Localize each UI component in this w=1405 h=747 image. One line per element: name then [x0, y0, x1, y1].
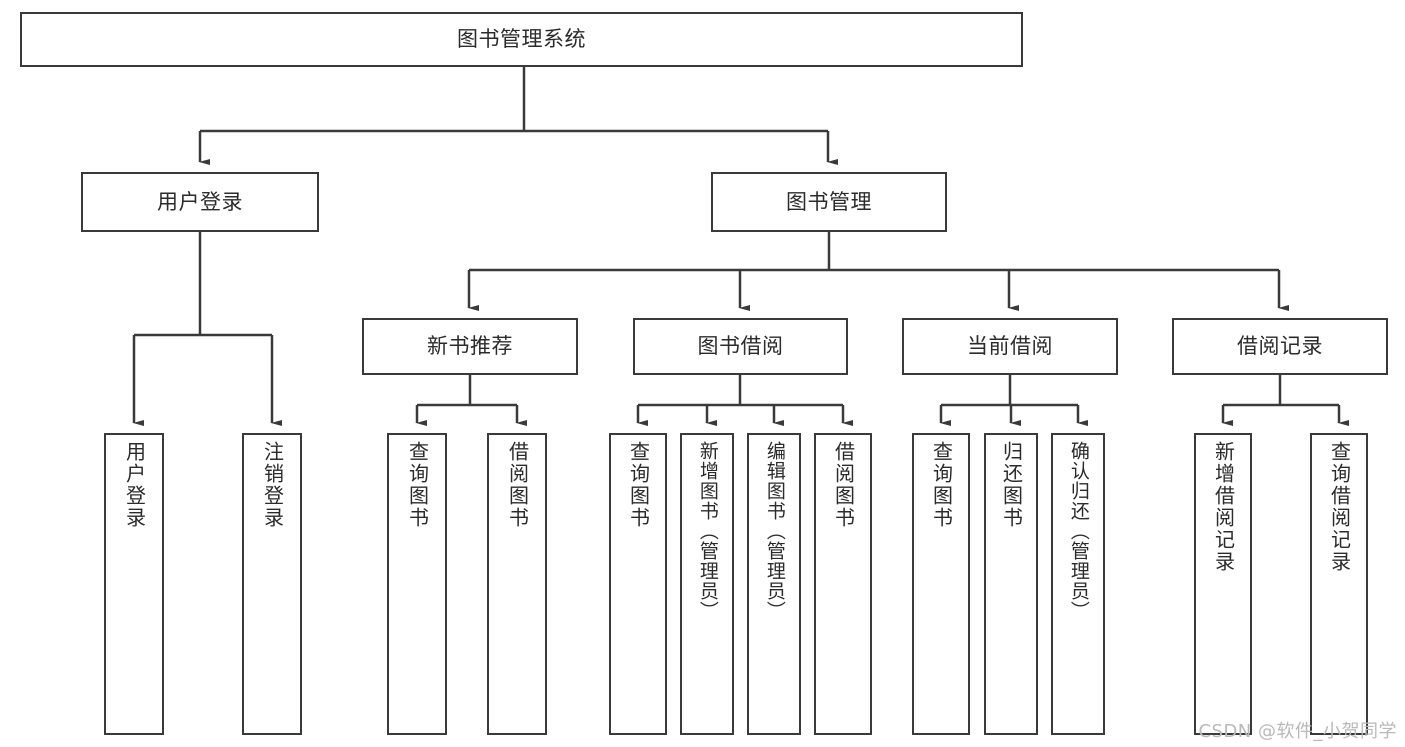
node-label: 查询借阅记录 [1327, 441, 1352, 573]
node-root-system[interactable]: 图书管理系统 [20, 12, 1023, 67]
node-label: 当前借阅 [967, 334, 1053, 359]
node-leaf-edit-book-admin[interactable]: 编辑图书（管理员） [747, 433, 801, 735]
node-leaf-confirm-return-admin[interactable]: 确认归还（管理员） [1051, 433, 1105, 735]
node-borrow-record[interactable]: 借阅记录 [1172, 318, 1388, 375]
node-label: 新增图书（管理员） [696, 441, 719, 621]
node-user-login[interactable]: 用户登录 [81, 172, 319, 232]
node-leaf-return-book[interactable]: 归还图书 [984, 433, 1038, 735]
node-label: 图书管理 [786, 189, 872, 214]
node-book-borrow[interactable]: 图书借阅 [633, 318, 848, 375]
node-leaf-user-login[interactable]: 用户登录 [104, 433, 164, 735]
node-label: 用户登录 [157, 189, 243, 214]
node-leaf-logout[interactable]: 注销登录 [242, 433, 302, 735]
node-label: 图书借阅 [697, 334, 784, 359]
node-label: 编辑图书（管理员） [763, 441, 786, 621]
node-label: 新增借阅记录 [1211, 441, 1236, 573]
node-leaf-query-borrow-record[interactable]: 查询借阅记录 [1310, 433, 1368, 735]
node-leaf-query-book-current[interactable]: 查询图书 [912, 433, 970, 735]
node-label: 借阅图书 [505, 441, 530, 529]
node-label: 注销登录 [260, 441, 285, 529]
node-label: 借阅图书 [831, 441, 856, 529]
node-leaf-borrow-book-recommend[interactable]: 借阅图书 [487, 433, 547, 735]
node-book-manage[interactable]: 图书管理 [711, 172, 947, 232]
node-new-book-recommend[interactable]: 新书推荐 [362, 318, 578, 375]
node-label: 借阅记录 [1237, 334, 1323, 359]
node-leaf-query-book-borrow[interactable]: 查询图书 [609, 433, 667, 735]
node-leaf-borrow-book-borrow[interactable]: 借阅图书 [814, 433, 872, 735]
node-leaf-query-book-recommend[interactable]: 查询图书 [387, 433, 447, 735]
node-current-borrow[interactable]: 当前借阅 [902, 318, 1118, 375]
node-label: 确认归还（管理员） [1067, 441, 1090, 621]
node-label: 查询图书 [405, 441, 430, 529]
node-label: 新书推荐 [427, 334, 513, 359]
node-label: 查询图书 [929, 441, 954, 529]
node-leaf-add-book-admin[interactable]: 新增图书（管理员） [680, 433, 734, 735]
node-label: 归还图书 [999, 441, 1024, 529]
node-label: 图书管理系统 [457, 27, 586, 52]
node-label: 查询图书 [626, 441, 651, 529]
node-leaf-add-borrow-record[interactable]: 新增借阅记录 [1194, 433, 1252, 735]
csdn-watermark: CSDN @软件_小贺同学 [1198, 721, 1397, 742]
node-label: 用户登录 [122, 441, 147, 529]
